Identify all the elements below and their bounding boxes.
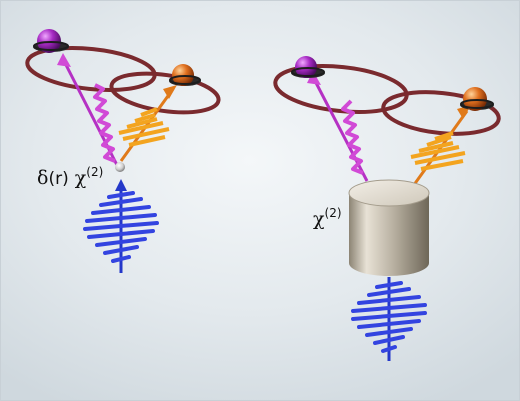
pump-pulse-icon-right bbox=[351, 277, 427, 361]
chi-symbol: χ bbox=[74, 167, 87, 189]
delta-symbol: δ bbox=[37, 167, 49, 189]
orange-particle-icon-right bbox=[460, 87, 494, 111]
pump-pulse-icon bbox=[83, 179, 159, 273]
idler-orbit-ring-right bbox=[381, 90, 501, 136]
signal-orbit-ring-right bbox=[273, 64, 409, 114]
point-crystal-label: δ(r) χ(2) bbox=[37, 166, 103, 188]
idler-orbit-ring bbox=[109, 71, 221, 115]
purple-particle-icon-right bbox=[291, 56, 325, 78]
purple-particle-icon bbox=[33, 29, 69, 53]
chi-order-bulk: (2) bbox=[324, 206, 342, 220]
right-setup bbox=[273, 56, 501, 361]
point-crystal-bead bbox=[115, 162, 125, 172]
idler-photon-beam-right bbox=[409, 105, 471, 190]
signal-photon-beam bbox=[57, 53, 121, 170]
crystal-cylinder-icon bbox=[348, 179, 430, 276]
bulk-crystal-label: χ(2) bbox=[313, 207, 342, 229]
chi-order: (2) bbox=[86, 165, 104, 179]
idler-photon-beam bbox=[118, 85, 177, 162]
signal-photon-beam-right bbox=[307, 71, 369, 182]
orange-particle-icon bbox=[169, 64, 201, 86]
position-argument: (r) bbox=[48, 169, 69, 189]
chi-symbol-bulk: χ bbox=[313, 208, 325, 230]
left-setup bbox=[25, 29, 221, 273]
